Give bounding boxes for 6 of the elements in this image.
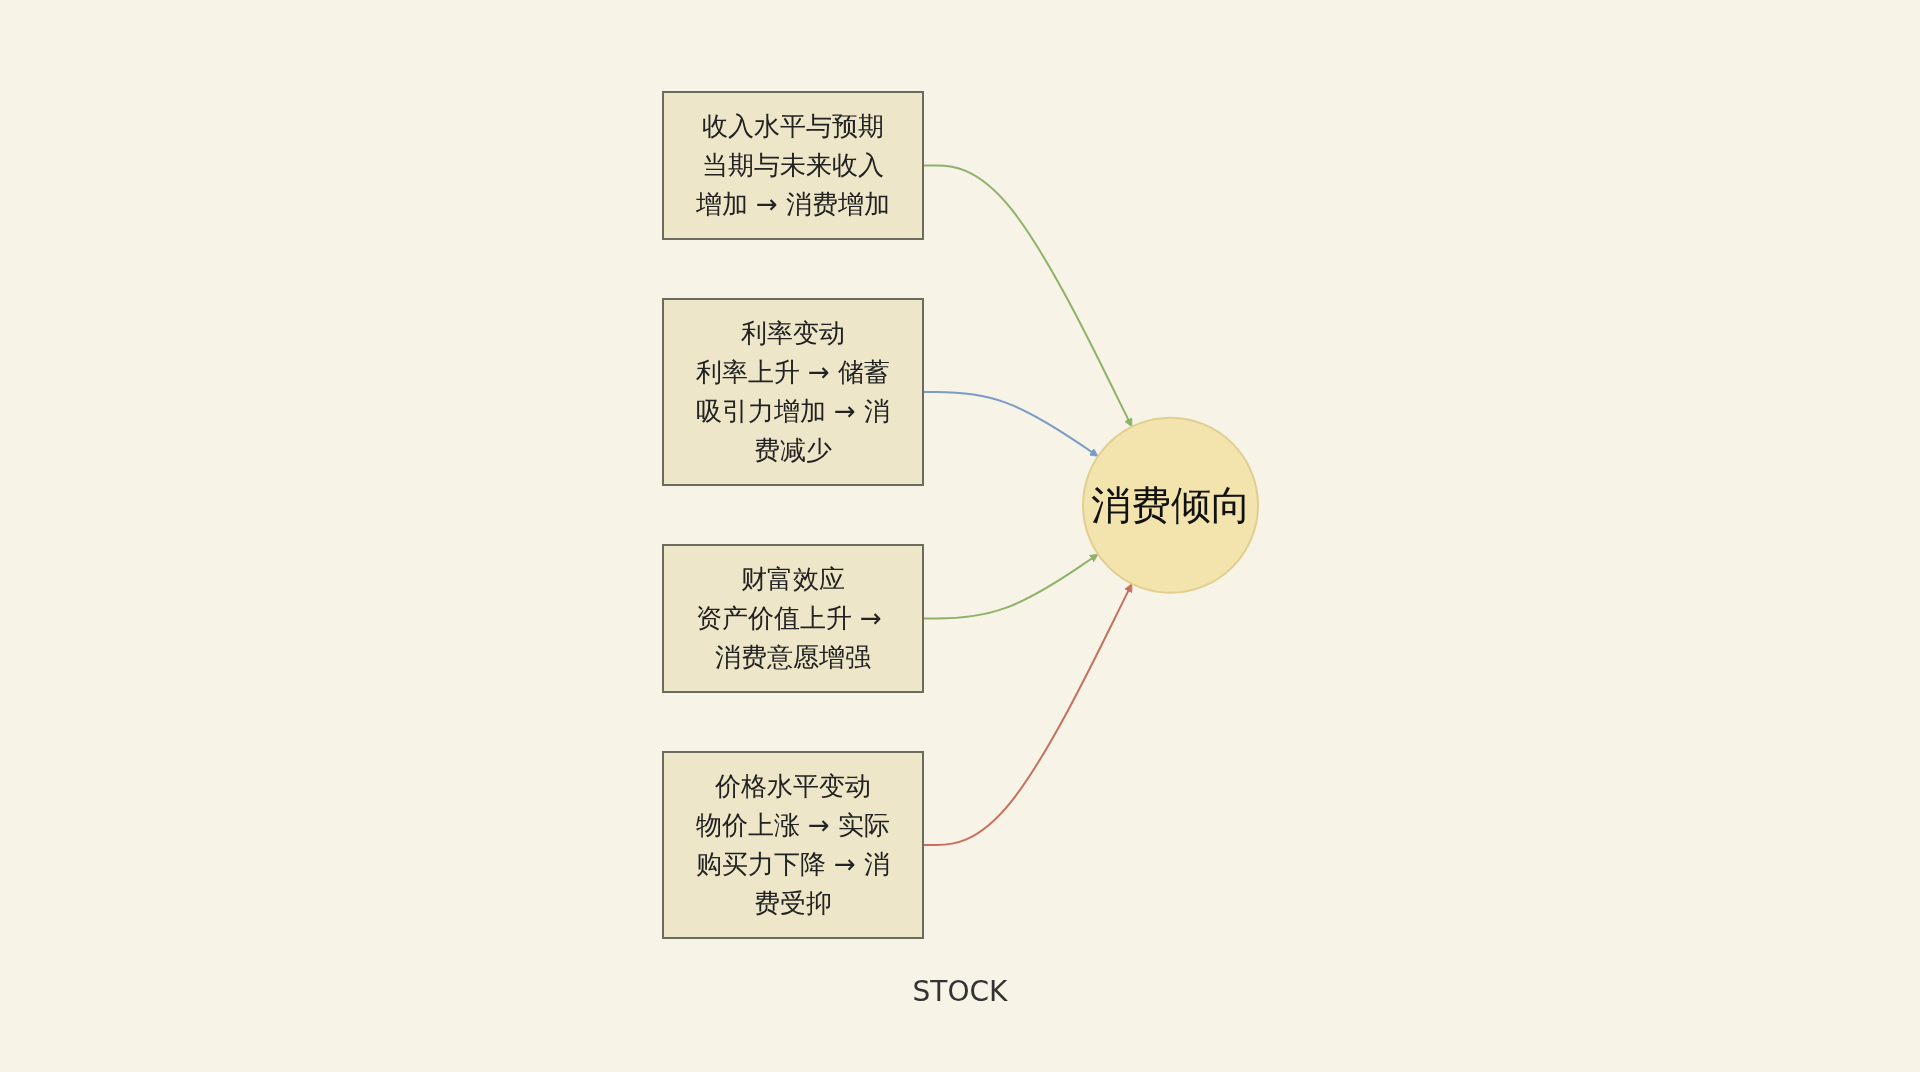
node-box: 价格水平变动 物价上涨 → 实际购买力下降 → 消费受抑	[661, 750, 924, 939]
label-text: STOCK	[912, 974, 1008, 1008]
node-box: 收入水平与预期 当期与未来收入增加 → 消费增加	[661, 90, 924, 240]
node-box: 财富效应 资产价值上升 → 消费意愿增强	[661, 543, 924, 693]
node-circle: 消费倾向	[1081, 416, 1259, 594]
node-box: 利率变动 利率上升 → 储蓄吸引力增加 → 消费减少	[661, 297, 924, 486]
